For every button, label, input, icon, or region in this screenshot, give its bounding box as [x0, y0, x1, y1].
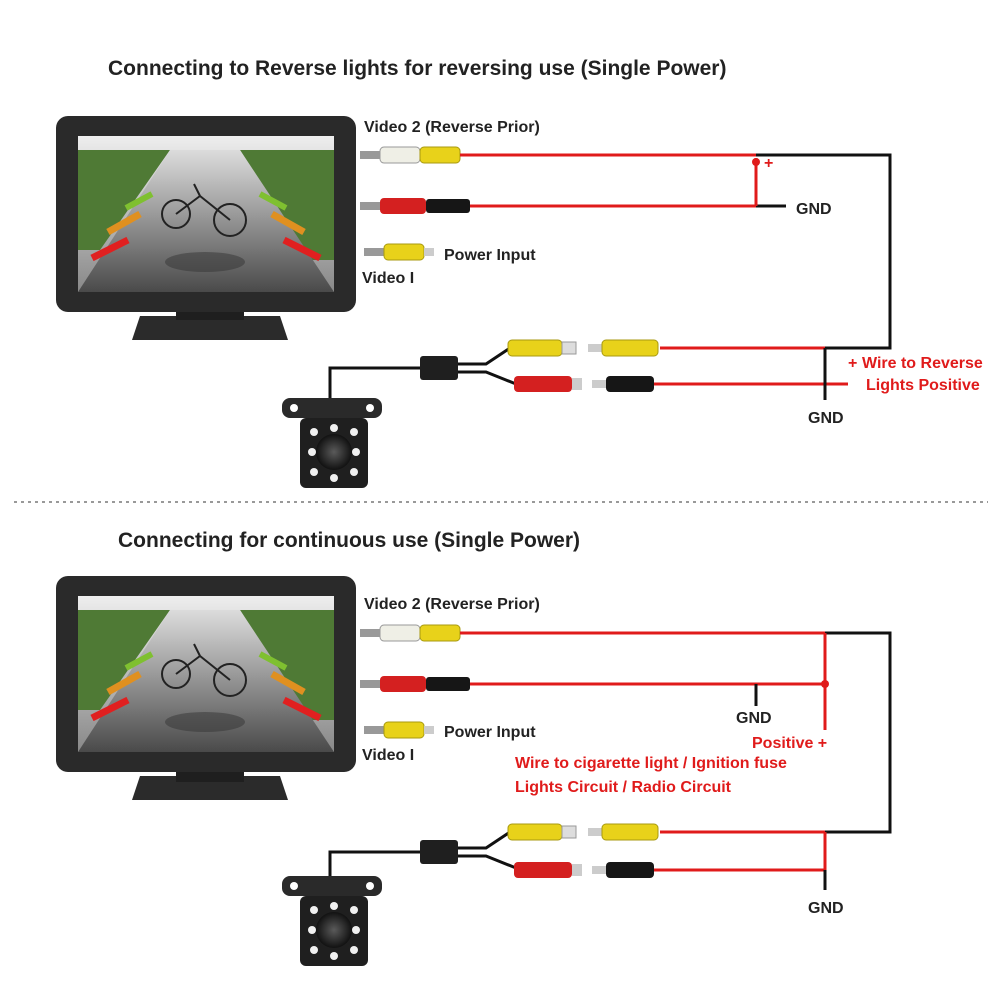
gnd-mid-label: GND [736, 710, 772, 727]
connector-video2 [360, 146, 461, 164]
camera-cable [328, 366, 420, 398]
wire-video-loop [660, 153, 892, 350]
connector-video1 [364, 721, 434, 739]
gnd-bottom-label: GND [808, 900, 844, 917]
positive-label: Positive + [752, 735, 827, 752]
extension-connector-yellow [588, 339, 659, 357]
reverse-line2: Lights Positive [866, 377, 980, 394]
gnd-bottom-label: GND [808, 410, 844, 427]
camera [282, 876, 382, 966]
camera-connector-red [514, 376, 582, 392]
video2-label: Video 2 (Reverse Prior) [364, 119, 540, 136]
extension-connector-yellow [588, 823, 659, 841]
reverse-line1: Wire to Reverse [862, 355, 983, 372]
camera-connector-red [514, 862, 582, 878]
extension-connector-black [592, 376, 654, 392]
connector-power [360, 198, 470, 214]
wire-video-loop [660, 631, 892, 834]
plus-reverse: + [848, 355, 857, 372]
video1-label: Video I [362, 270, 414, 287]
cig-line2: Lights Circuit / Radio Circuit [515, 779, 732, 796]
camera-lens [316, 912, 352, 948]
connector-video1 [364, 243, 434, 261]
video2-label: Video 2 (Reverse Prior) [364, 596, 540, 613]
section-reverse: Connecting to Reverse lights for reversi… [56, 57, 983, 488]
camera-cable [328, 850, 420, 876]
cable-splitter [420, 356, 458, 380]
monitor [56, 576, 356, 800]
monitor [56, 116, 356, 340]
cable-splitter [420, 840, 458, 864]
connector-power [360, 676, 470, 692]
gnd-top-label: GND [796, 201, 832, 218]
extension-connector-black [592, 862, 654, 878]
section-title: Connecting for continuous use (Single Po… [118, 529, 580, 552]
camera [282, 398, 382, 488]
connector-video2 [360, 624, 461, 642]
section-continuous: Connecting for continuous use (Single Po… [56, 529, 892, 966]
bicycle-icon [161, 183, 247, 237]
camera-connector-yellow [507, 823, 577, 841]
plus-top: + [764, 155, 773, 172]
power-input-label: Power Input [444, 724, 536, 741]
camera-connector-yellow [507, 339, 577, 357]
power-input-label: Power Input [444, 247, 536, 264]
video1-label: Video I [362, 747, 414, 764]
camera-lens [316, 434, 352, 470]
section-title: Connecting to Reverse lights for reversi… [108, 57, 726, 80]
cig-line1: Wire to cigarette light / Ignition fuse [515, 755, 787, 772]
bicycle-icon [161, 643, 247, 697]
